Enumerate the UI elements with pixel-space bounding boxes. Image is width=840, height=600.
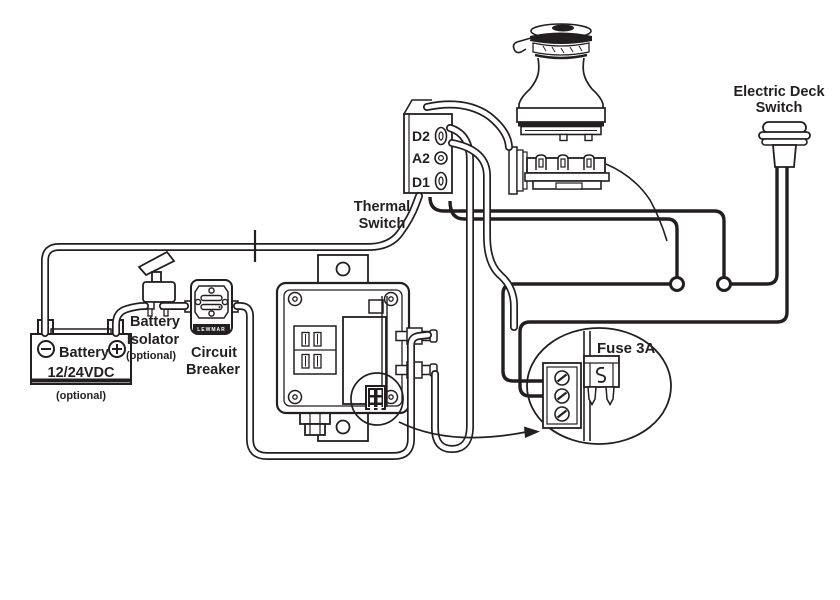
terminal-label-d1: D1 <box>412 174 430 190</box>
circuit-breaker: LEWMAR <box>184 279 239 335</box>
wire-thermal-to-switch-1 <box>428 196 726 277</box>
electric-deck-switch <box>758 121 811 168</box>
breaker-brand-band <box>193 324 230 333</box>
thermal-switch-label-line2: Switch <box>359 216 406 232</box>
winch-motor <box>508 146 668 242</box>
wire-connector-right <box>716 276 732 292</box>
fuse-terminal-block <box>542 362 582 429</box>
cable-motor-1 <box>432 125 473 452</box>
thermal-switch-label-line1: Thermal <box>354 199 410 215</box>
stud-d2 <box>434 126 448 146</box>
wire-deck-switch-2 <box>518 167 789 398</box>
winch <box>512 23 606 142</box>
fuse-detail: Fuse 3A <box>542 331 656 441</box>
wire-connector-left <box>669 276 685 292</box>
cable-battery-negative <box>42 193 422 336</box>
isolator-optional-label: (optional) <box>126 350 176 362</box>
control-box <box>275 254 438 442</box>
isolator-label-line1: Battery <box>130 314 180 330</box>
isolator-lever <box>137 250 176 277</box>
terminal-label-d2: D2 <box>412 128 430 144</box>
breaker-label-line2: Breaker <box>186 362 240 378</box>
stud-d1 <box>434 171 448 191</box>
deck-switch-label-line1: Electric Deck <box>733 84 825 100</box>
cable-breaker-to-controlbox <box>234 303 431 459</box>
motor-terminal-box: D2 A2 D1 <box>403 99 453 194</box>
breaker-label-line1: Circuit <box>191 345 237 361</box>
arrowhead-icon <box>524 426 540 438</box>
wire-thermal-to-switch-2 <box>448 200 679 277</box>
battery-optional-label: (optional) <box>56 390 106 402</box>
cable-motor-2 <box>449 140 517 330</box>
isolator-label-line2: Isolator <box>127 332 180 348</box>
relay-block <box>293 325 337 375</box>
breaker-brand-label: LEWMAR <box>197 327 226 333</box>
cable-battery-positive <box>113 303 148 336</box>
blade-fuse <box>583 355 620 407</box>
deck-switch-label-line2: Switch <box>756 100 803 116</box>
power-cables <box>41 100 518 460</box>
stud-a2 <box>434 151 448 165</box>
magnifier-source-circle <box>350 372 404 426</box>
motor-cable-tail <box>605 163 668 242</box>
battery-label-line1: Battery <box>59 345 109 361</box>
terminal-label-a2: A2 <box>412 150 430 166</box>
fuse-label: Fuse 3A <box>597 340 656 357</box>
cable-sheath-to-motor <box>424 102 512 150</box>
battery-label-line2: 12/24VDC <box>48 365 115 381</box>
magnifier-arrow <box>398 421 540 439</box>
wire-deck-switch-1 <box>731 167 779 286</box>
fuse-connector <box>365 385 386 410</box>
